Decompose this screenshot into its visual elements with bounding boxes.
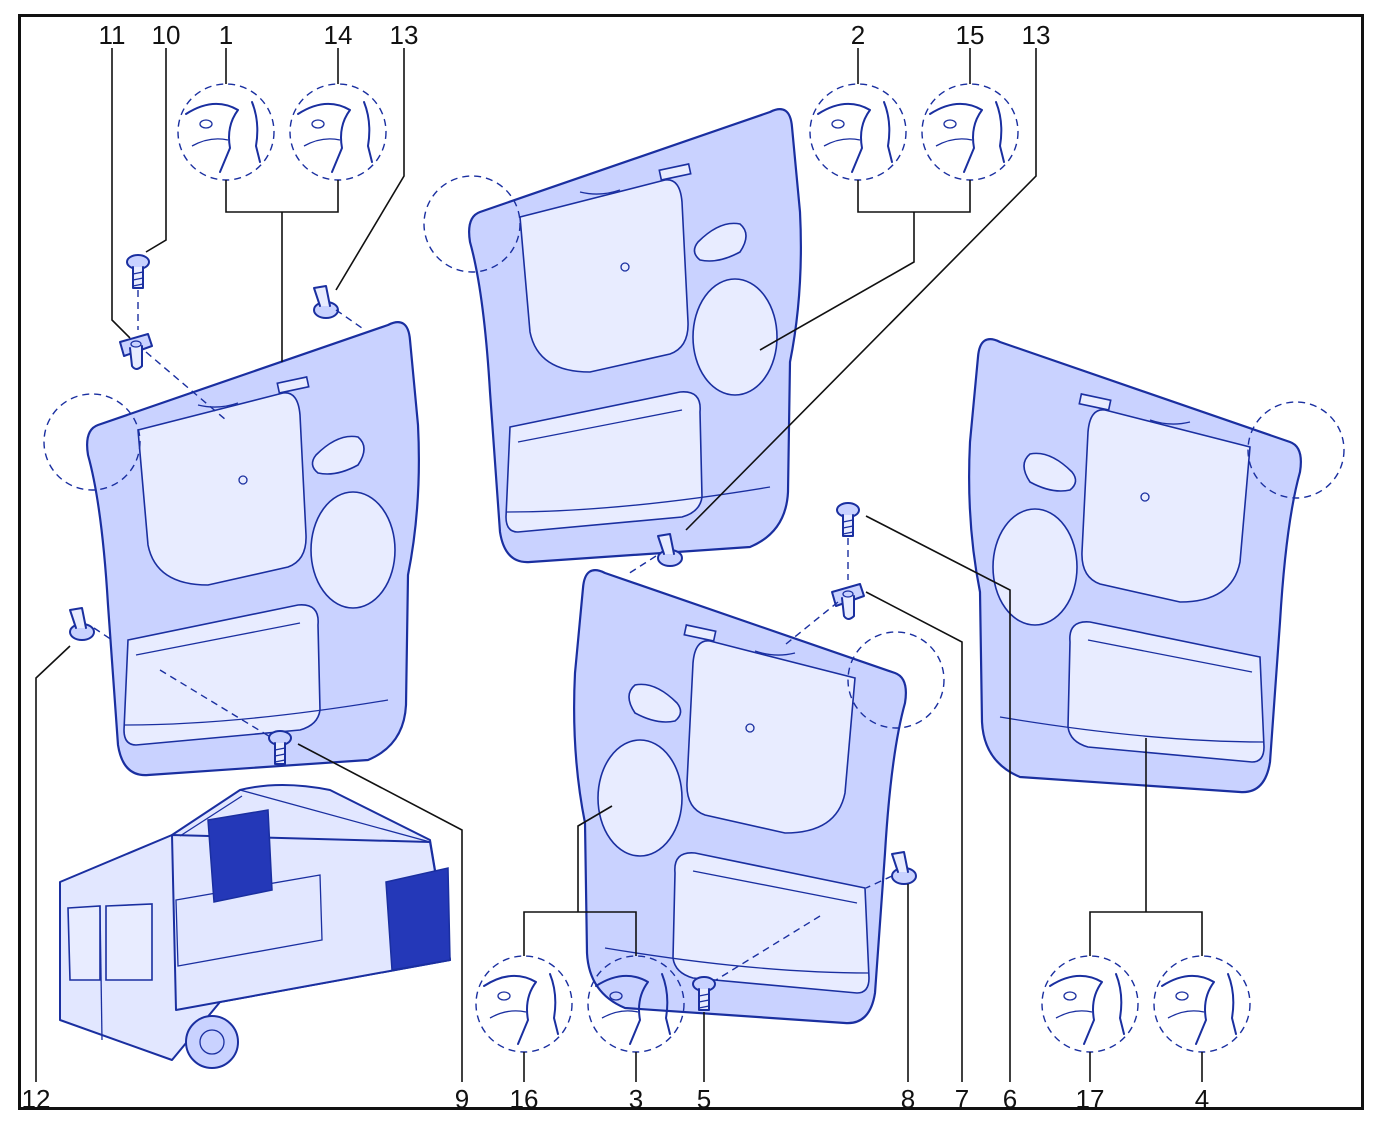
callout-13-left: 13 (390, 20, 419, 50)
clip-part-11 (119, 333, 153, 370)
callout-1: 1 (219, 20, 233, 50)
detail-magnifier-16 (475, 955, 573, 1053)
van-illustration (59, 784, 451, 1069)
door-panel-right (968, 338, 1302, 794)
callout-8: 8 (901, 1084, 915, 1114)
callout-6: 6 (1003, 1084, 1017, 1114)
callout-14: 14 (324, 20, 353, 50)
screw-part-6 (836, 502, 860, 537)
assembly-lines (93, 290, 893, 981)
detail-magnifier-15 (921, 83, 1019, 181)
callout-11: 11 (99, 20, 126, 50)
callout-16: 16 (510, 1084, 539, 1114)
callout-17: 17 (1076, 1084, 1105, 1114)
callout-5: 5 (697, 1084, 711, 1114)
door-panel-center-top (468, 108, 802, 564)
detail-circle-panel-a (43, 393, 141, 491)
callout-2: 2 (851, 20, 865, 50)
detail-magnifier-17 (1041, 955, 1139, 1053)
detail-circle-panel-c (847, 631, 945, 729)
pin-part-8 (891, 851, 917, 885)
detail-magnifier-2 (809, 83, 907, 181)
callout-labels: 11 10 1 14 13 2 15 13 12 9 16 3 5 8 7 6 … (22, 20, 1210, 1114)
detail-magnifier-1 (177, 83, 275, 181)
pin-part-13-left (313, 285, 339, 319)
callout-13-right: 13 (1022, 20, 1051, 50)
callout-4: 4 (1195, 1084, 1209, 1114)
callout-7: 7 (955, 1084, 969, 1114)
clip-part-7 (831, 583, 865, 620)
screw-part-10 (126, 254, 150, 289)
detail-magnifier-4 (1153, 955, 1251, 1053)
leader-lines (35, 48, 1203, 1082)
door-panel-left-front (86, 321, 420, 777)
callout-3: 3 (629, 1084, 643, 1114)
pin-part-12 (69, 607, 95, 641)
detail-circle-panel-d (1247, 401, 1345, 499)
callout-15: 15 (956, 20, 985, 50)
callout-9: 9 (455, 1084, 469, 1114)
callout-12: 12 (22, 1084, 51, 1114)
callout-10: 10 (152, 20, 181, 50)
detail-magnifier-14 (289, 83, 387, 181)
door-panel-center-bottom (573, 569, 907, 1025)
detail-circle-panel-b (423, 175, 521, 273)
